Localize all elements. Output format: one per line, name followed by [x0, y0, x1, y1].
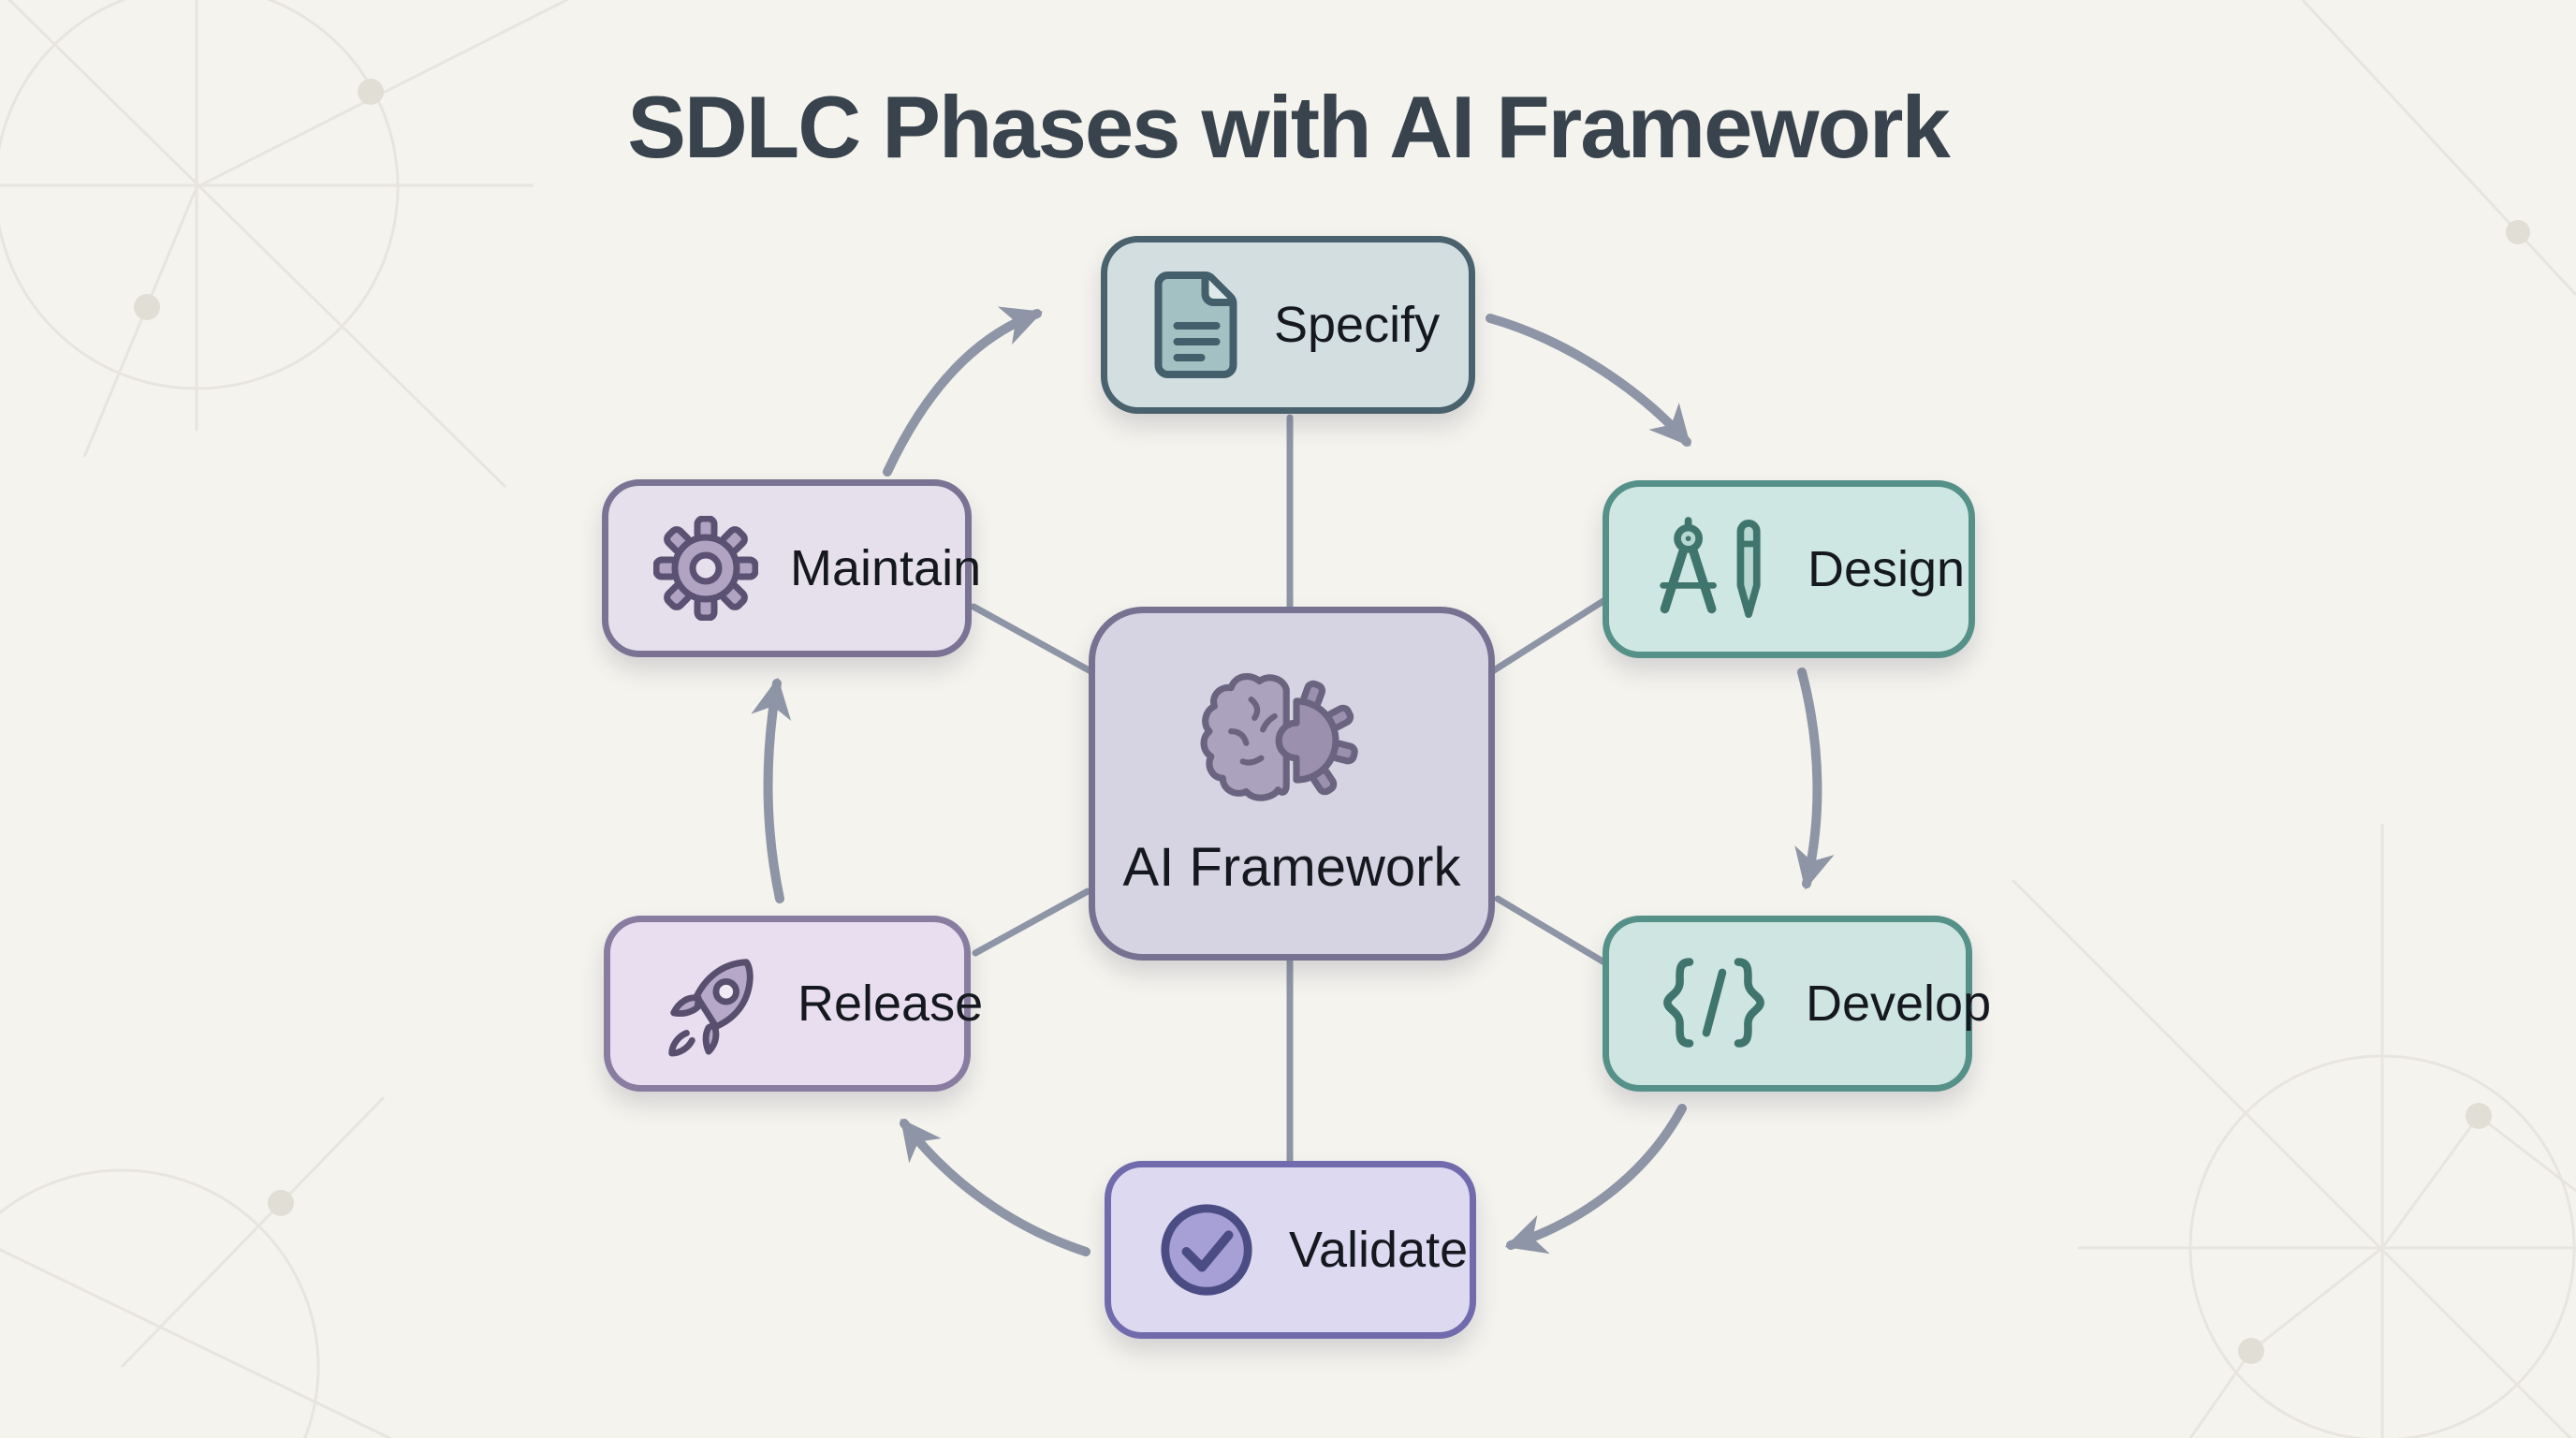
- connector-center-maintain: [970, 603, 1106, 682]
- arrow-design-to-develop: [1794, 668, 1835, 890]
- connector-center-develop: [1494, 895, 1608, 966]
- node-label: Validate: [1289, 1222, 1469, 1278]
- blueprint-decoration-bottom-left: [0, 1095, 393, 1438]
- node-maintain: Maintain: [602, 479, 981, 657]
- node-specify: Specify: [1101, 236, 1475, 414]
- gear-icon: [653, 516, 758, 621]
- document-icon: [1154, 271, 1237, 378]
- node-label: Release: [798, 976, 984, 1032]
- node-label: Specify: [1274, 297, 1441, 353]
- rocket-icon: [668, 959, 754, 1057]
- arrow-maintain-to-specify: [883, 306, 1044, 477]
- node-label: AI Framework: [1122, 836, 1461, 898]
- arrow-specify-to-design: [1486, 314, 1691, 447]
- check-circle-icon: [1161, 1204, 1252, 1296]
- arrow-release-to-maintain: [751, 677, 792, 903]
- blueprint-decoration-bottom-right: [2011, 824, 2576, 1438]
- node-release: Release: [604, 916, 983, 1092]
- node-develop: Develop: [1603, 916, 1991, 1092]
- arrow-validate-to-release: [900, 1118, 1090, 1256]
- arrow-develop-to-validate: [1504, 1104, 1687, 1255]
- node-design: Design: [1603, 480, 1975, 658]
- connector-center-design: [1490, 595, 1610, 674]
- node-label: Design: [1808, 541, 1966, 597]
- connector-center-release: [972, 888, 1091, 957]
- node-ai-framework: AI Framework: [1089, 607, 1495, 961]
- brain-gear-icon: [1200, 672, 1358, 801]
- page-title: SDLC Phases with AI Framework: [627, 78, 1951, 176]
- compass-pencil-icon: [1660, 517, 1761, 618]
- blueprint-decoration-top-left: [0, 0, 570, 489]
- node-label: Develop: [1806, 976, 1992, 1032]
- node-validate: Validate: [1105, 1161, 1476, 1339]
- blueprint-decoration-top-right: [2301, 0, 2576, 297]
- node-label: Maintain: [790, 540, 982, 596]
- code-braces-icon: [1663, 958, 1764, 1048]
